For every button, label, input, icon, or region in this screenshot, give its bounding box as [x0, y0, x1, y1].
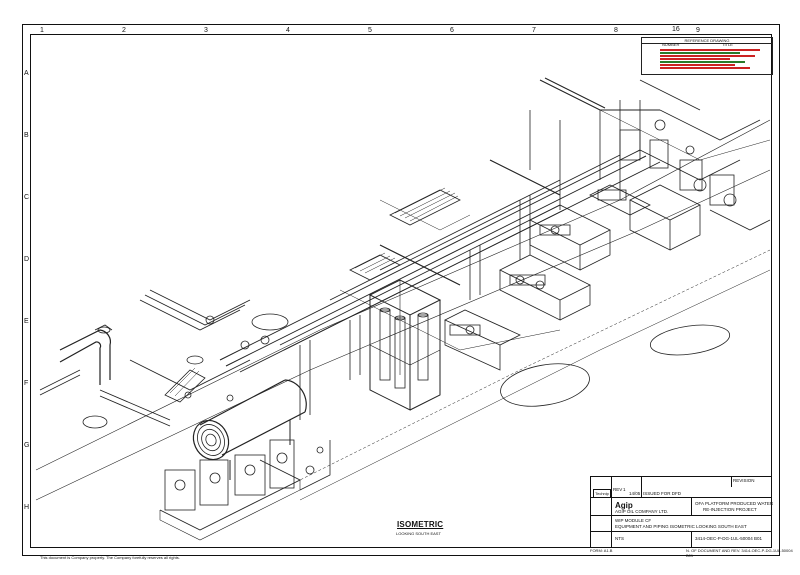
zone-col-3: 3 — [204, 27, 208, 34]
drawing-number: 3414-OEC-P-DG-1UL-50004 B01 — [695, 536, 763, 541]
zone-row-e: E — [24, 318, 29, 325]
drawing-title-2: EQUIPMENT AND PIPING ISOMETRIC LOOKING S… — [615, 524, 747, 529]
reference-col-number: NUMBER — [662, 42, 680, 47]
reference-row — [660, 64, 735, 66]
zone-col-8: 8 — [614, 27, 618, 34]
document-reference: N. OF DOCUMENT AND REV. 3414-OEC-P-DG-1U… — [686, 548, 793, 558]
zone-col-6: 6 — [450, 27, 454, 34]
zone-col-5: 5 — [368, 27, 372, 34]
zone-row-f: F — [24, 380, 29, 387]
divider — [731, 477, 732, 487]
view-title: ISOMETRIC — [397, 520, 444, 529]
zone-row-b: B — [24, 132, 29, 139]
rev-label: REV — [613, 487, 623, 492]
project-line-1: OFA PLATFORM PRODUCED WATER — [695, 501, 774, 506]
reference-row — [660, 61, 745, 63]
reference-row — [660, 55, 755, 57]
revision-header: REVISION — [733, 478, 755, 483]
rev-value: 1 — [623, 487, 626, 492]
zone-col-9: 9 — [696, 27, 700, 34]
confidentiality-notice: This document is Company property. The C… — [40, 555, 180, 560]
zone-col-7: 7 — [532, 27, 536, 34]
divider — [691, 531, 692, 547]
company-logo: Technip — [593, 489, 611, 498]
reference-col-title: TITLE — [722, 42, 733, 47]
zone-col-1: 1 — [40, 27, 44, 34]
divider — [691, 497, 692, 515]
divider — [591, 497, 771, 498]
title-block: REVISION Technip REV 1 14/05 ISSUED FOR … — [590, 476, 774, 548]
company-brand: Agip — [615, 501, 633, 510]
rev-date: 14/05 — [629, 491, 641, 496]
divider — [641, 477, 642, 497]
inner-border — [30, 34, 772, 548]
form-label: FORM: A1.B — [590, 548, 613, 553]
divider — [591, 531, 771, 532]
company-name: AGIP OIL COMPANY LTD. — [615, 509, 669, 514]
divider — [611, 477, 612, 547]
zone-col-2: 2 — [122, 27, 126, 34]
sheet-id: 16 — [672, 26, 680, 33]
drawing-title-1: WIP MODULE CF — [615, 518, 652, 523]
reference-table-title: REFERENCE DRAWING — [642, 38, 772, 44]
view-subtitle: LOOKING SOUTH EAST — [396, 531, 441, 536]
zone-row-a: A — [24, 70, 29, 77]
scale-label: NTS — [615, 536, 624, 541]
zone-row-h: H — [24, 504, 30, 511]
rev-description: ISSUED FOR DFD — [643, 491, 682, 496]
reference-row — [660, 67, 750, 69]
outer-border — [22, 24, 780, 556]
zone-row-d: D — [24, 256, 30, 263]
reference-row — [660, 52, 740, 54]
zone-col-4: 4 — [286, 27, 290, 34]
project-line-2: RE-INJECTION PROJECT — [703, 507, 757, 512]
divider — [591, 515, 771, 516]
reference-row — [660, 58, 730, 60]
zone-row-c: C — [24, 194, 30, 201]
reference-drawing-table: REFERENCE DRAWING NUMBER TITLE — [641, 37, 773, 75]
zone-row-g: G — [24, 442, 30, 449]
reference-row — [660, 49, 760, 51]
